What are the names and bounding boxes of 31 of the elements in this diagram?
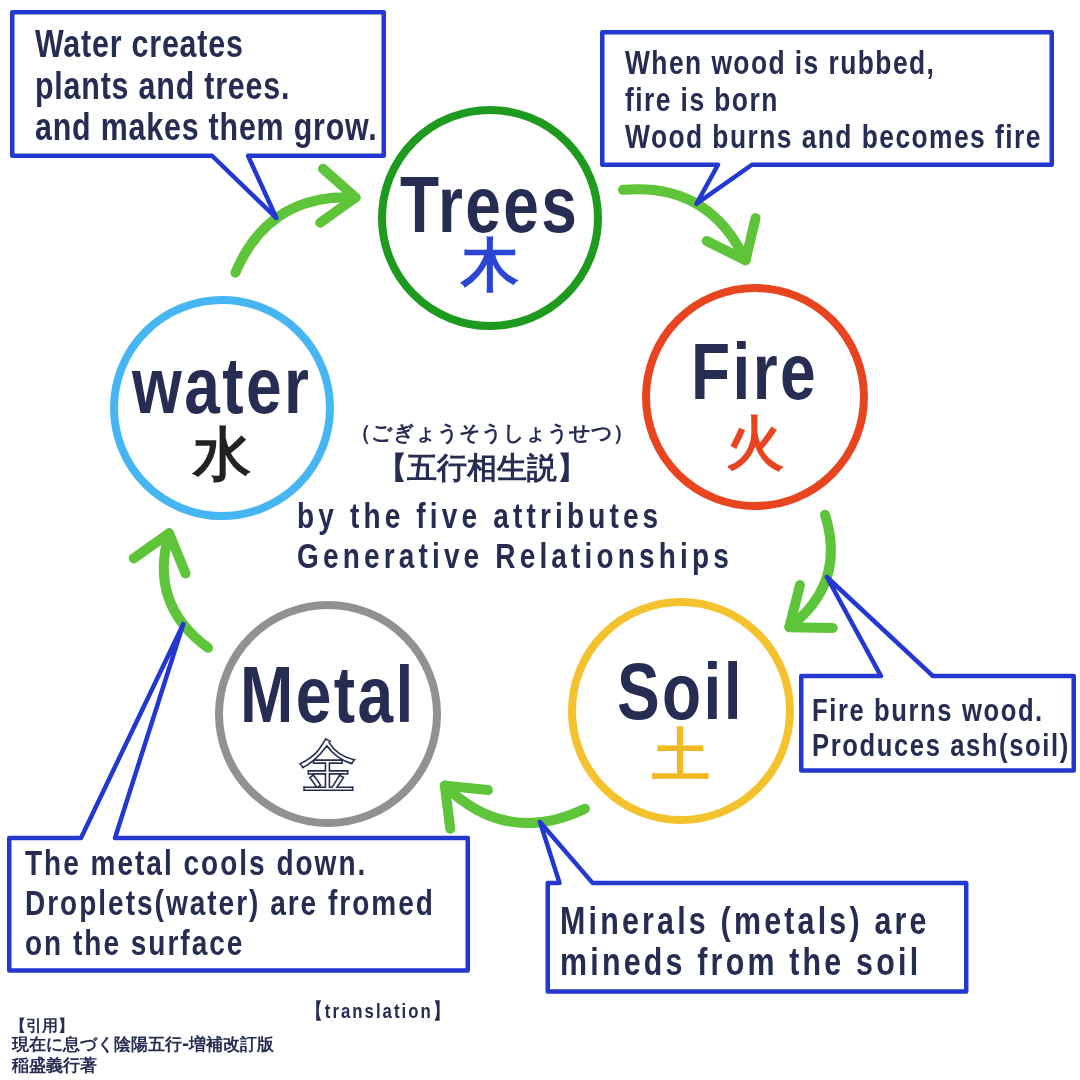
title-text: 【五行相生説】	[377, 453, 587, 483]
arrow	[784, 509, 838, 633]
arrow	[439, 780, 590, 834]
kanji-character: 火	[726, 414, 784, 472]
callout-text: The metal cools down. Droplets(water) are fromed on the surface	[25, 842, 435, 963]
speech-bubble	[10, 10, 386, 222]
element-circle	[215, 601, 441, 827]
callout-text: Fire burns wood. Produces ash(soil)	[812, 693, 1070, 764]
speech-bubble	[799, 574, 1076, 773]
subtitle-text: by the five attributes Generative Relationships	[297, 495, 733, 576]
element-circle	[378, 106, 602, 330]
kanji-character: 水	[193, 425, 251, 483]
arrow	[618, 184, 759, 266]
element-name: water	[132, 346, 312, 426]
citation-heading: 【引用】	[10, 1018, 74, 1034]
book-title: 現在に息づく陰陽五行-増補改訂版	[12, 1035, 275, 1053]
translation-heading: 【translation】	[306, 999, 452, 1021]
callout-text: Water creates plants and trees. and makes them grow.	[35, 24, 378, 149]
speech-bubble	[7, 621, 470, 973]
element-name: Fire	[691, 332, 819, 412]
arrow	[129, 528, 214, 653]
element-circle	[568, 598, 794, 824]
arrow	[230, 165, 361, 278]
speech-bubble	[536, 819, 968, 994]
author-name: 稲盛義行著	[12, 1056, 97, 1074]
speech-bubble	[600, 30, 1054, 207]
callout-text: When wood is rubbed, fire is born Wood burns and becomes fire	[625, 44, 1042, 156]
furigana-text: （ごぎょうそうしょうせつ）	[350, 422, 634, 444]
kanji-character: 金	[299, 737, 357, 795]
callout-text: Minerals (metals) are mineds from the soil	[560, 901, 930, 984]
element-name: Metal	[240, 655, 416, 735]
